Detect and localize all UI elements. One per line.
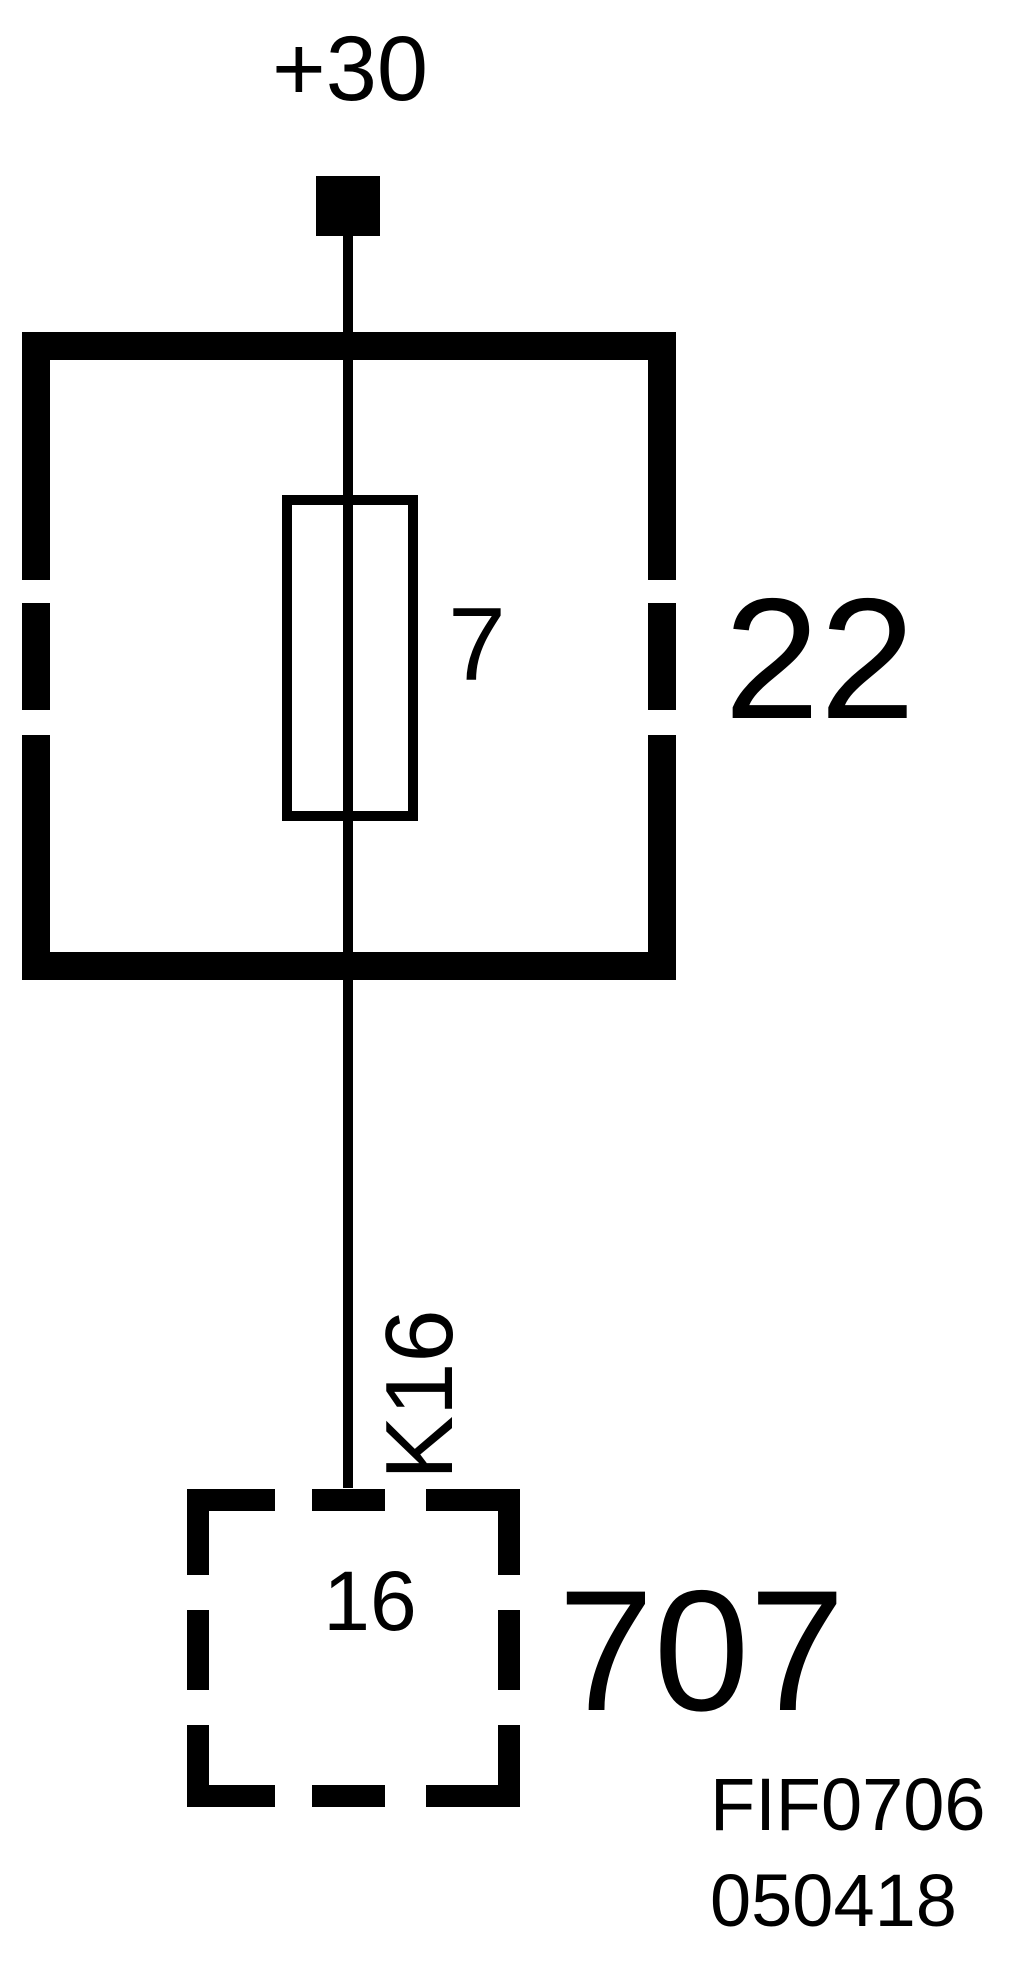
fuse-box-number: 22: [724, 563, 915, 755]
figure-date: 050418: [710, 1859, 957, 1942]
figure-code: FIF0706: [710, 1763, 986, 1846]
connector-number: 707: [558, 1555, 845, 1747]
connector-pin-number: 16: [323, 1554, 416, 1648]
supply-label: +30: [272, 18, 428, 120]
fuse-symbol: [282, 495, 418, 821]
fuse-number: 7: [448, 587, 506, 703]
fuse-box-outline: [22, 332, 676, 980]
supply-terminal: [316, 176, 380, 236]
connector-outline: [187, 1489, 520, 1807]
wire-code: K16: [366, 1309, 473, 1480]
